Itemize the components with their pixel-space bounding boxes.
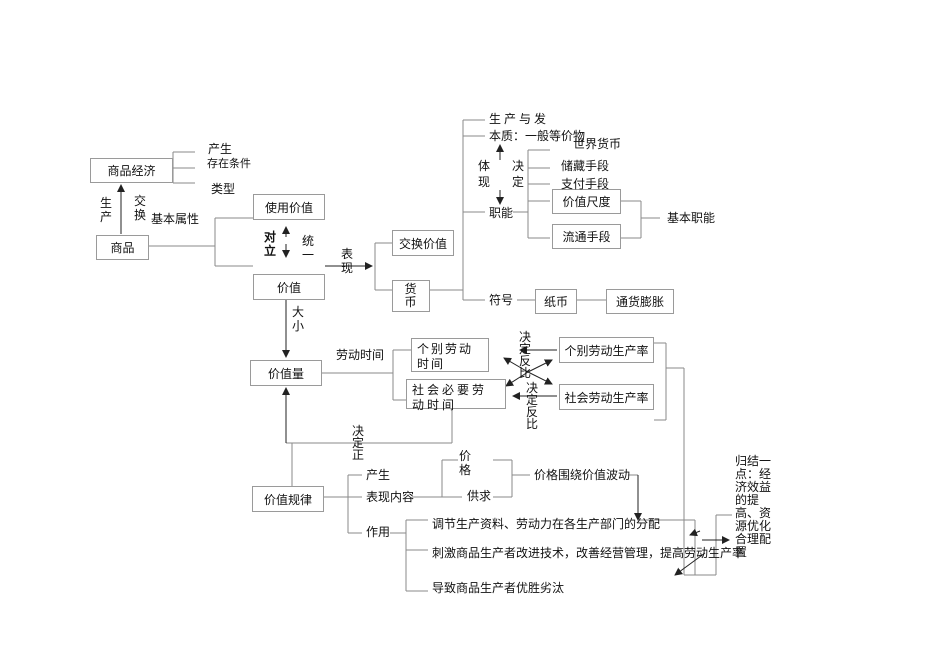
law-emerge-label: 产生 [366, 468, 391, 482]
types-label: 类型 [211, 182, 236, 196]
money-box: 货币 [392, 280, 430, 312]
functions-label: 职能 [489, 206, 514, 220]
value-law-box: 价值规律 [252, 486, 324, 512]
value-quantity-box: 价值量 [250, 360, 322, 386]
exchange-value-box: 交换价值 [392, 230, 454, 256]
value-law-label: 价值规律 [263, 492, 312, 507]
det-inverse-2-label: 决定反比 [526, 381, 539, 431]
world-money-label: 世界货币 [573, 137, 622, 151]
money-label: 货币 [404, 282, 417, 309]
magnitude-label: 大小 [292, 305, 305, 333]
labor-time-label: 劳动时间 [336, 348, 385, 362]
det-positive-label: 决定正 [352, 424, 365, 462]
effect-2-label: 刺激商品生产者改进技术，改善经营管理，提高劳动生产率 [432, 546, 745, 560]
basic-attributes-label: 基本属性 [151, 212, 200, 226]
commodity-label: 商品 [110, 241, 135, 255]
unity-label: 统一 [302, 234, 315, 262]
price-fluctuation-label: 价格围绕价值波动 [534, 468, 631, 482]
opposite-label: 对立 [264, 230, 277, 258]
expression-label: 表现 [341, 247, 354, 275]
conditions-label: 存在条件 [207, 157, 251, 170]
det-inverse-1-label: 决定反比 [519, 330, 532, 380]
content-label: 表现内容 [366, 490, 415, 504]
paper-money-box: 纸币 [535, 289, 577, 314]
emerge-label: 产生 [208, 142, 233, 156]
value-box: 价值 [253, 274, 325, 300]
essence-label: 本质：一般等价物 [489, 129, 586, 143]
effect-3-label: 导致商品生产者优胜劣汰 [432, 581, 565, 595]
value-label: 价值 [276, 280, 301, 295]
circulation-means-box: 流通手段 [552, 224, 621, 249]
value-measure-box: 价值尺度 [552, 189, 621, 214]
individual-labor-time-box: 个别劳动时间 [411, 338, 489, 372]
commodity-box: 商品 [96, 235, 149, 260]
inflation-label: 通货膨胀 [615, 295, 664, 309]
price-label: 价格 [459, 449, 472, 477]
payment-label: 支付手段 [561, 177, 610, 191]
conclusion-label: 归结一点：经济效益的提高、资源优化合理配置 [735, 454, 772, 559]
use-value-label: 使用价值 [264, 200, 313, 215]
inflation-box: 通货膨胀 [606, 289, 674, 314]
social-labor-time-label: 社会必要劳动时间 [412, 383, 488, 412]
value-measure-label: 价值尺度 [562, 195, 611, 209]
effect-1-label: 调节生产资料、劳动力在各生产部门的分配 [432, 517, 661, 531]
value-quantity-label: 价值量 [267, 366, 304, 381]
commodity-economy-label: 商品经济 [107, 164, 156, 178]
social-labor-time-box: 社会必要劳动时间 [406, 379, 506, 412]
law-effect-label: 作用 [366, 525, 391, 539]
individual-productivity-label: 个别劳动生产率 [564, 343, 649, 358]
embody-label: 体现 [478, 159, 491, 189]
determine-label: 决定 [512, 159, 525, 189]
exchange-label: 交换 [134, 194, 147, 222]
social-productivity-label: 社会劳动生产率 [564, 390, 649, 405]
supply-demand-label: 供求 [467, 489, 492, 503]
hoarding-label: 储藏手段 [561, 159, 610, 173]
produce-develop-label: 生产与发 [489, 112, 550, 126]
symbol-label: 符号 [489, 293, 514, 307]
basic-functions-label: 基本职能 [667, 211, 716, 225]
individual-labor-time-label: 个别劳动时间 [417, 342, 474, 371]
exchange-value-label: 交换价值 [398, 236, 447, 251]
social-productivity-box: 社会劳动生产率 [559, 384, 654, 410]
circulation-means-label: 流通手段 [562, 230, 611, 244]
individual-productivity-box: 个别劳动生产率 [559, 337, 654, 363]
commodity-economy-box: 商品经济 [90, 158, 173, 183]
paper-money-label: 纸币 [543, 295, 568, 309]
use-value-box: 使用价值 [253, 194, 325, 220]
production-label: 生产 [100, 196, 113, 224]
